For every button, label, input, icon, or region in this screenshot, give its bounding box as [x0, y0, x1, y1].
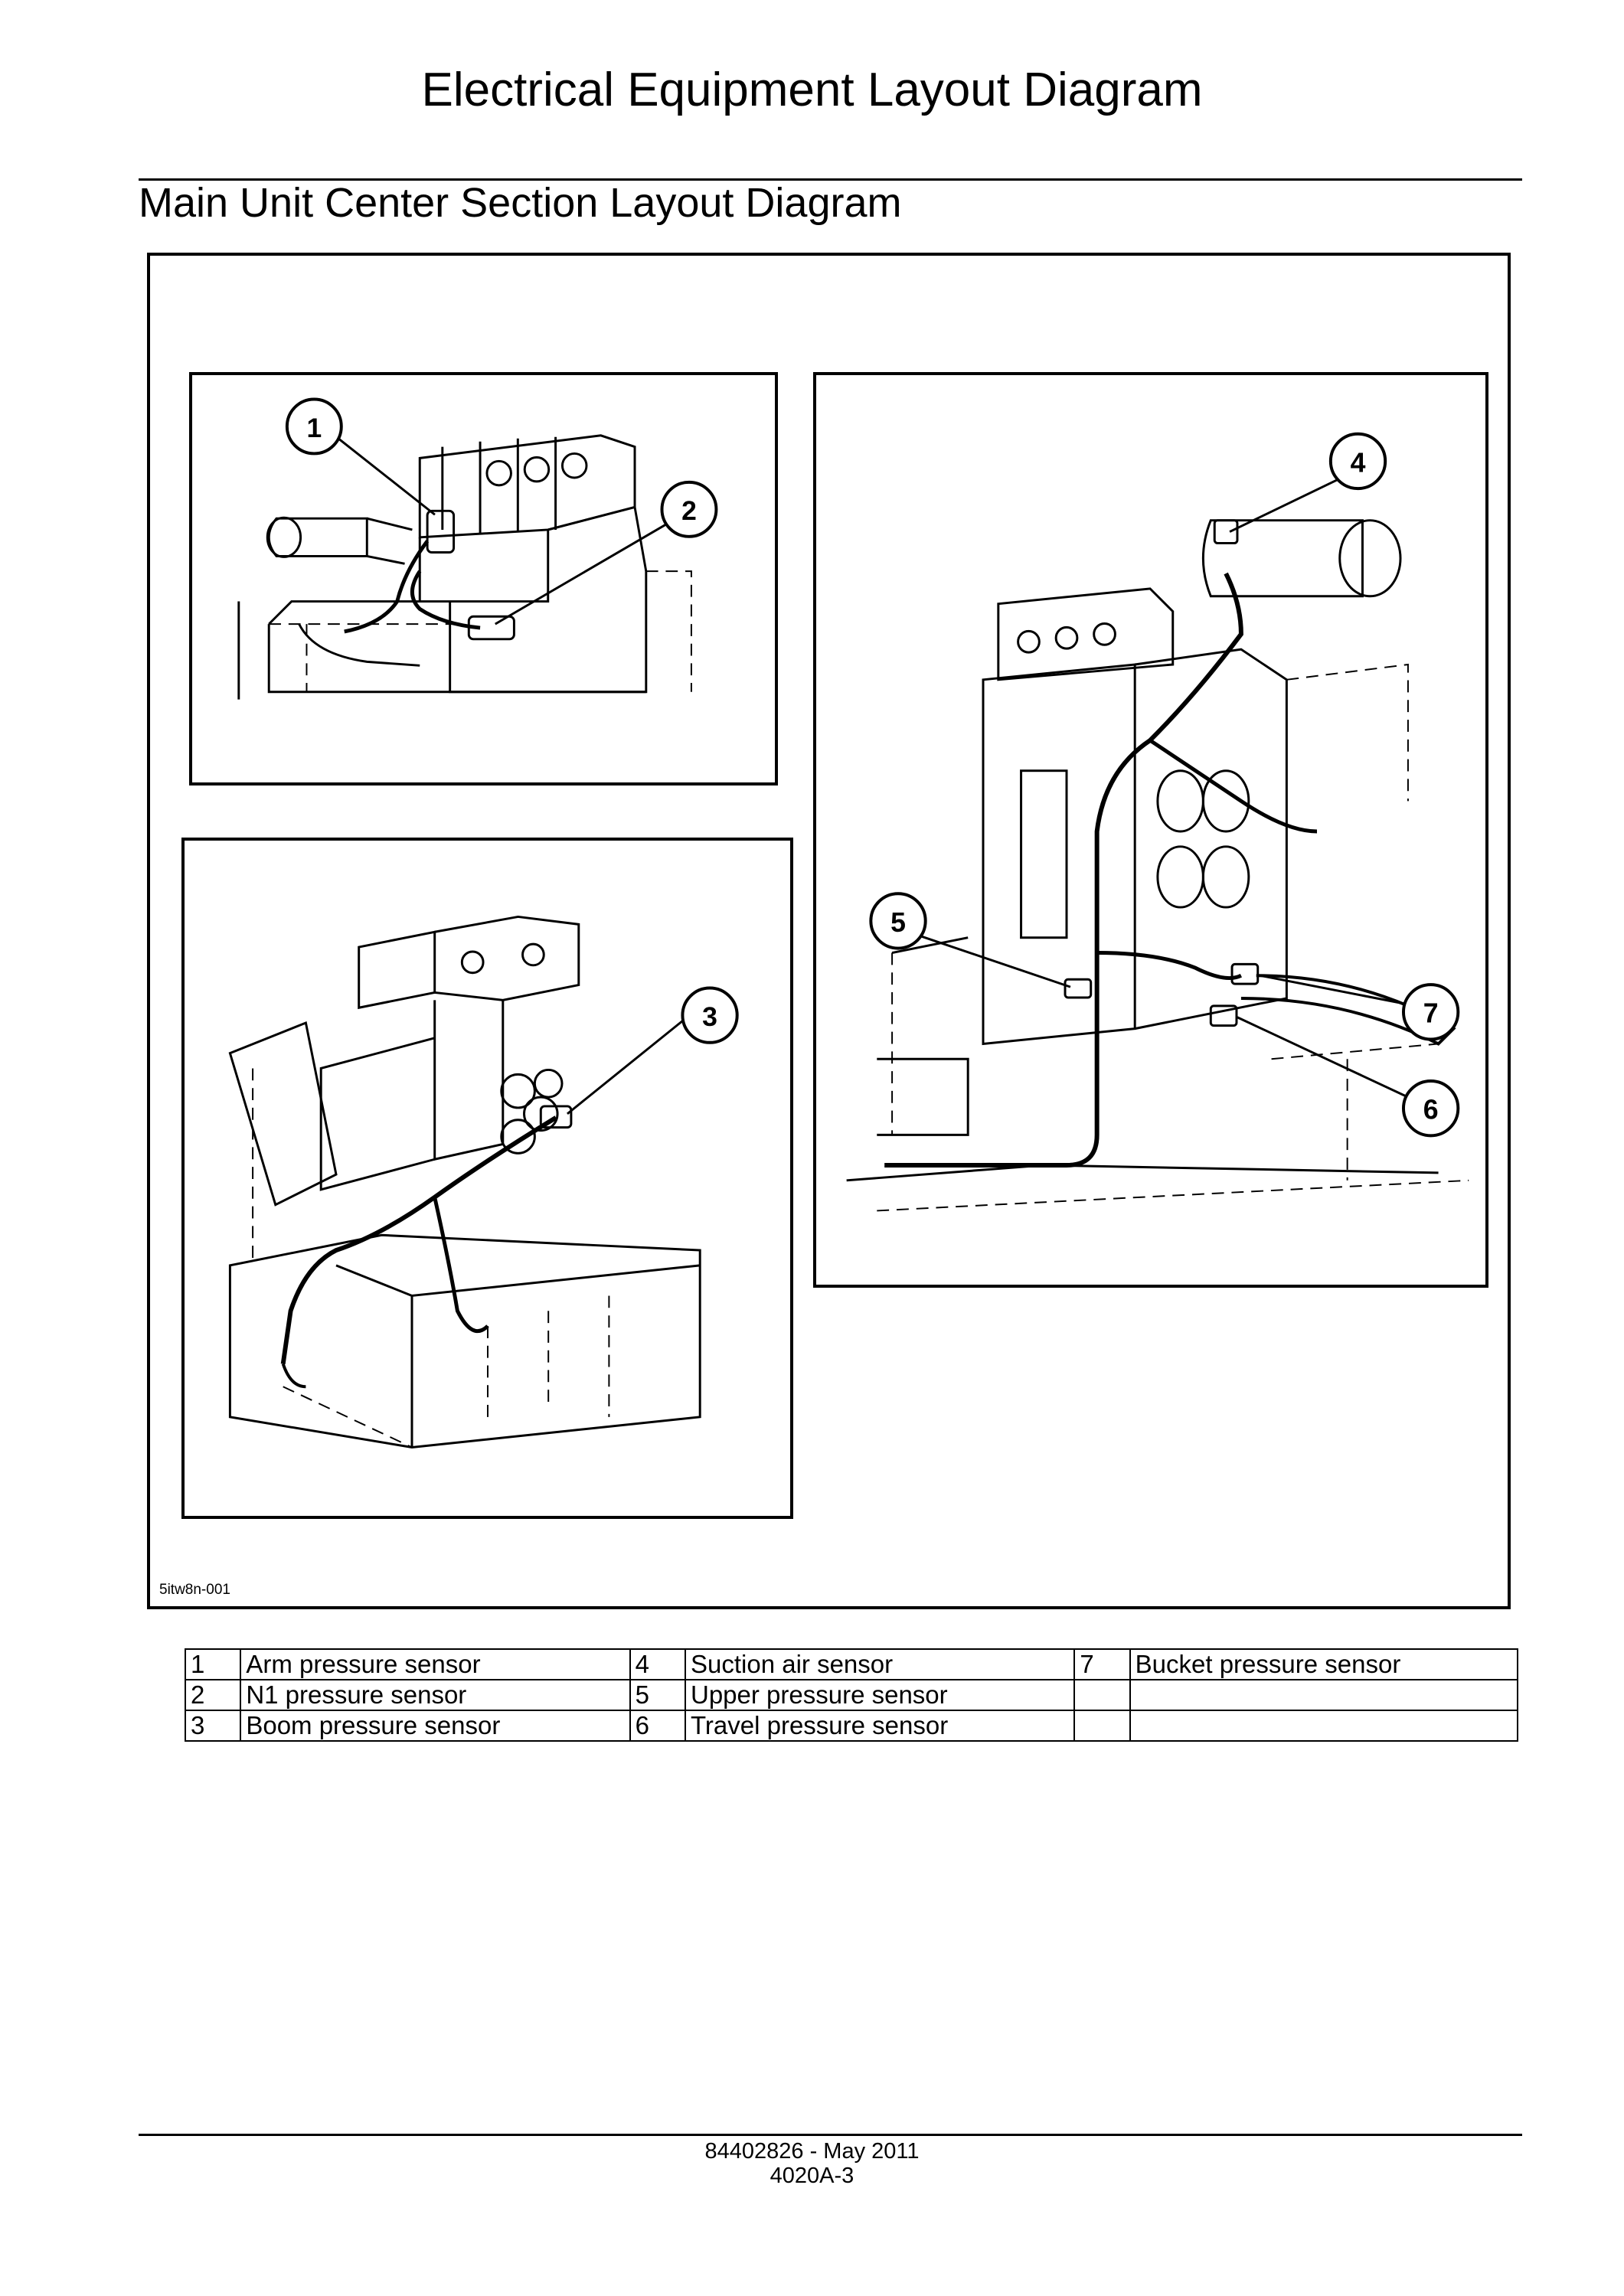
callout-1-label: 1	[306, 413, 322, 443]
section-title: Main Unit Center Section Layout Diagram	[139, 180, 902, 226]
legend-row: 1 Arm pressure sensor 4 Suction air sens…	[184, 1648, 1519, 1680]
legend-label: Upper pressure sensor	[684, 1679, 1076, 1711]
legend-number	[1073, 1710, 1131, 1742]
detail-panel-boom: 3	[181, 838, 793, 1519]
legend-number: 7	[1073, 1648, 1131, 1680]
document-number: 84402826 - May 2011	[704, 2139, 920, 2164]
callout-7-label: 7	[1423, 998, 1439, 1029]
callout-1: 1	[285, 397, 343, 456]
callout-2: 2	[660, 480, 718, 538]
legend-number: 2	[184, 1679, 242, 1711]
legend-number: 4	[629, 1648, 686, 1680]
legend-label: Boom pressure sensor	[240, 1710, 631, 1742]
legend-number: 3	[184, 1710, 242, 1742]
callout-3-label: 3	[702, 1001, 717, 1032]
callout-2-label: 2	[681, 495, 697, 526]
main-valve-sensor-illustration: 4 5 6 7	[846, 432, 1469, 1212]
header-divider	[139, 178, 1522, 181]
callout-6-label: 6	[1423, 1095, 1439, 1125]
figure-frame: 1 2	[147, 253, 1511, 1609]
legend-label: Travel pressure sensor	[684, 1710, 1076, 1742]
callout-5: 5	[869, 892, 927, 950]
page-footer: 84402826 - May 2011 4020A-3	[0, 2139, 1624, 2188]
arm-n1-sensor-illustration: 1 2	[237, 397, 718, 700]
figure-id: 5itw8n-001	[159, 1582, 230, 1598]
callout-6: 6	[1401, 1079, 1460, 1138]
callout-5-label: 5	[890, 907, 906, 938]
detail-panel-arm-n1: 1 2	[189, 372, 778, 785]
legend-label: Arm pressure sensor	[240, 1648, 631, 1680]
legend-number	[1073, 1679, 1131, 1711]
legend-label: Suction air sensor	[684, 1648, 1076, 1680]
detail-panel-main-valve: 4 5 6 7	[813, 372, 1488, 1288]
boom-sensor-illustration: 3	[228, 915, 739, 1448]
footer-divider	[139, 2134, 1522, 2136]
legend-number: 6	[629, 1710, 686, 1742]
page-title: Electrical Equipment Layout Diagram	[421, 64, 1203, 116]
legend-label: Bucket pressure sensor	[1129, 1648, 1519, 1680]
legend-number: 5	[629, 1679, 686, 1711]
legend-label	[1129, 1710, 1519, 1742]
legend-label: N1 pressure sensor	[240, 1679, 631, 1711]
legend-label	[1129, 1679, 1519, 1711]
callout-7: 7	[1401, 983, 1460, 1041]
callout-3: 3	[681, 986, 739, 1044]
callout-4: 4	[1328, 432, 1387, 491]
legend-number: 1	[184, 1648, 242, 1680]
legend-row: 2 N1 pressure sensor 5 Upper pressure se…	[184, 1679, 1519, 1711]
legend-row: 3 Boom pressure sensor 6 Travel pressure…	[184, 1710, 1519, 1742]
callout-4-label: 4	[1351, 447, 1366, 478]
page-code: 4020A-3	[770, 2164, 854, 2188]
legend-table: 1 Arm pressure sensor 4 Suction air sens…	[184, 1648, 1519, 1742]
